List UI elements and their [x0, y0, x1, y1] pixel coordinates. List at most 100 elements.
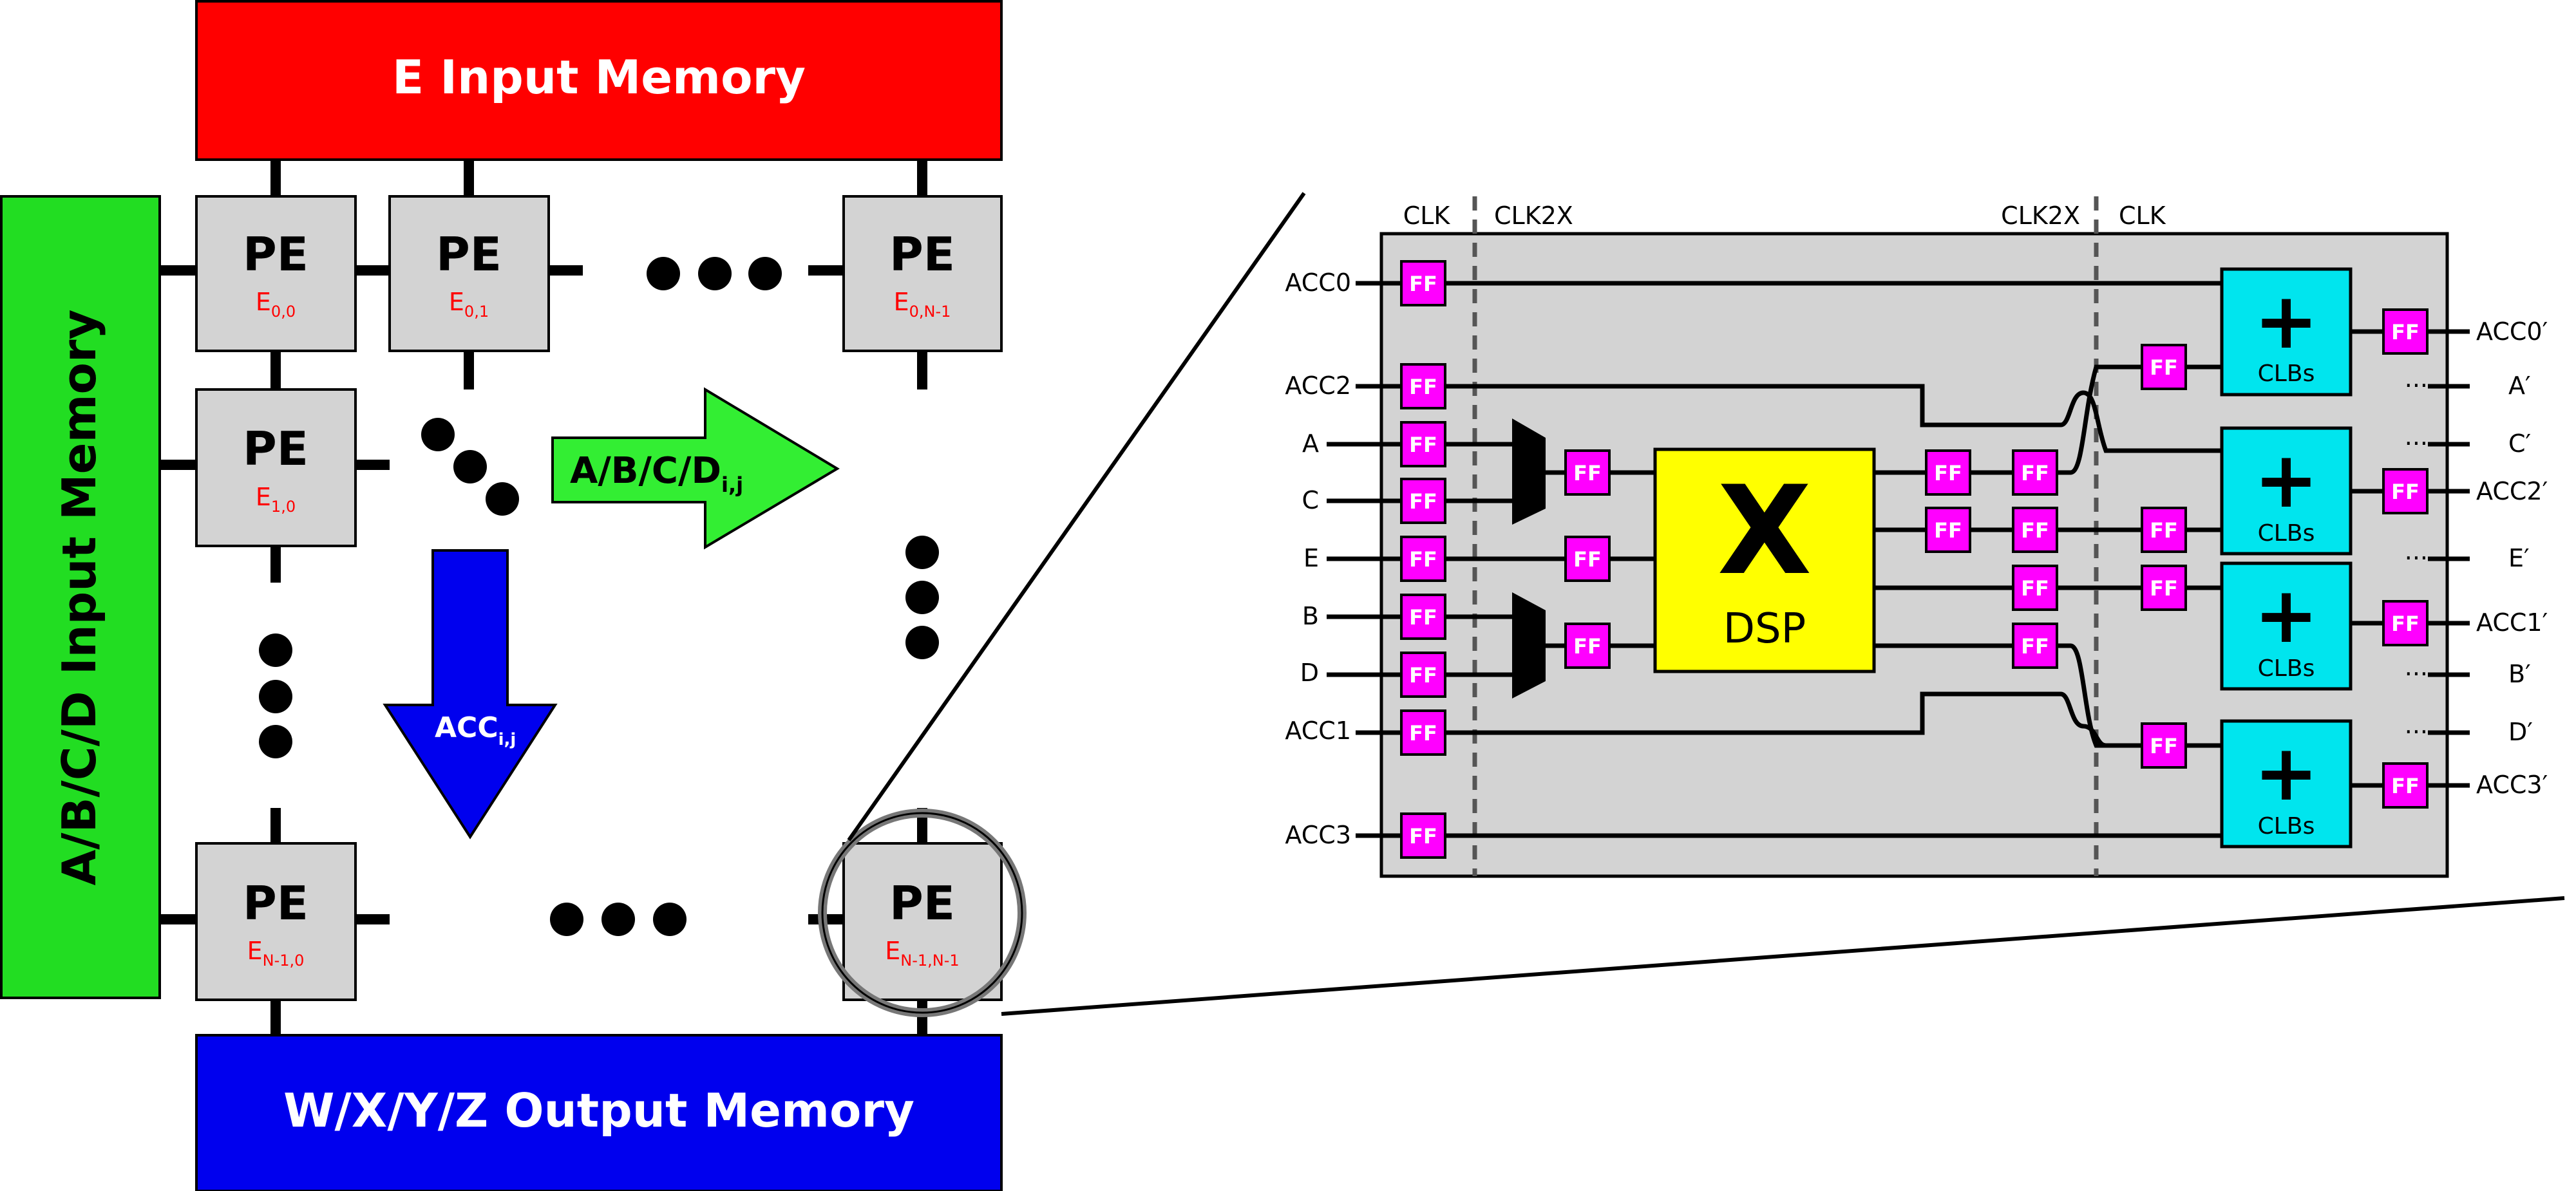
svg-text:A: A [1302, 429, 1319, 458]
flip-flop: FF [2382, 600, 2429, 646]
flip-flop-label: FF [2391, 480, 2420, 504]
flip-flop-label: FF [2021, 518, 2049, 543]
flip-flop-label: FF [1409, 489, 1437, 514]
flip-flop: FF [1400, 260, 1446, 306]
flip-flop-label: FF [2150, 355, 2178, 380]
flip-flop: FF [2141, 344, 2187, 390]
svg-text:B: B [1302, 602, 1319, 630]
zoom-line-top [847, 192, 1306, 841]
input-wires [1327, 281, 1401, 838]
svg-text:PE: PE [243, 227, 308, 281]
flip-flop: FF [2382, 762, 2429, 809]
svg-text:D′: D′ [2508, 718, 2533, 746]
flip-flop-label: FF [1934, 518, 1962, 543]
e-input-memory [195, 0, 1003, 161]
svg-text:E1,0: E1,0 [256, 483, 296, 516]
flip-flop-label: FF [2391, 774, 2420, 798]
flip-flop: FF [1400, 709, 1446, 756]
flip-flop-label: FF [1934, 461, 1962, 485]
clb-block: + CLBs [2220, 426, 2353, 556]
svg-text:ACC0′: ACC0′ [2476, 317, 2548, 346]
svg-text:PE: PE [889, 876, 955, 930]
flip-flop: FF [2012, 565, 2058, 611]
svg-text:PE: PE [243, 422, 308, 476]
internal-wires [1446, 281, 2470, 838]
flip-flop: FF [1564, 536, 1611, 582]
svg-text:C′: C′ [2508, 429, 2531, 458]
flip-flop: FF [1400, 594, 1446, 640]
svg-text:ACC2: ACC2 [1285, 371, 1351, 400]
flip-flop-label: FF [1409, 375, 1437, 399]
svg-text:PE: PE [243, 876, 308, 930]
clb-block: + CLBs [2220, 561, 2353, 691]
flip-flop: FF [1925, 507, 1971, 553]
svg-text:E0,0: E0,0 [256, 288, 296, 321]
flip-flop-label: FF [1409, 605, 1437, 630]
flip-flop: FF [1400, 812, 1446, 859]
input-labels: ACC0 ACC2 A C E B D ACC1 ACC3 [1285, 268, 1351, 849]
output-labels: ACC0′ A′ C′ ACC2′ E′ ACC1′ B′ D′ ACC3′ [2476, 317, 2548, 799]
output-memory [195, 1034, 1003, 1191]
pe-n-n: PE EN-1,N-1 [842, 842, 1003, 1001]
flip-flop: FF [2012, 623, 2058, 669]
clb-block: + CLBs [2220, 267, 2353, 397]
svg-text:+: + [2254, 729, 2319, 818]
svg-text:···: ··· [2405, 371, 2428, 400]
svg-text:B′: B′ [2508, 660, 2531, 688]
flip-flop: FF [2012, 507, 2058, 553]
zoom-line-bottom [1001, 896, 2565, 1016]
pe-connectors [160, 160, 927, 1035]
e-input-memory-label: E Input Memory [392, 50, 806, 104]
svg-text:ACC0: ACC0 [1285, 268, 1351, 297]
flip-flop: FF [1400, 478, 1446, 524]
flip-flop: FF [1564, 623, 1611, 669]
flip-flop-label: FF [2021, 461, 2049, 485]
svg-text:···: ··· [2405, 429, 2428, 458]
svg-text:E′: E′ [2508, 544, 2530, 572]
flip-flop-label: FF [1573, 547, 1602, 572]
svg-text:···: ··· [2405, 660, 2428, 688]
svg-text:+: + [2254, 571, 2319, 661]
svg-text:ACC3: ACC3 [1285, 821, 1351, 849]
output-memory-label: W/X/Y/Z Output Memory [283, 1083, 914, 1138]
flip-flop: FF [2141, 507, 2187, 553]
svg-text:EN-1,N-1: EN-1,N-1 [885, 937, 959, 970]
clk-right-label: CLK [2119, 202, 2166, 230]
pe-n-0: PE EN-1,0 [195, 842, 357, 1001]
svg-text:E0,1: E0,1 [449, 288, 489, 321]
svg-text:EN-1,0: EN-1,0 [247, 937, 305, 970]
svg-text:ACCi,j: ACCi,j [435, 711, 516, 749]
pe-0-1: PE E0,1 [388, 195, 550, 352]
clk2x-right-label: CLK2X [2001, 202, 2080, 230]
flip-flop: FF [2141, 722, 2187, 769]
flip-flop-label: FF [1409, 272, 1437, 296]
flip-flop-label: FF [2150, 734, 2178, 758]
clk-left-label: CLK [1403, 202, 1451, 230]
abcd-input-memory [0, 195, 161, 999]
svg-text:A/B/C/Di,j: A/B/C/Di,j [570, 450, 743, 497]
pe-0-n: PE E0,N-1 [842, 195, 1003, 352]
svg-text:CLBs: CLBs [2258, 520, 2315, 547]
flip-flop-label: FF [1573, 461, 1602, 485]
clb-block: + CLBs [2220, 719, 2353, 849]
flip-flop: FF [1400, 421, 1446, 467]
flip-flop: FF [2382, 308, 2429, 355]
flip-flop-label: FF [1409, 433, 1437, 457]
svg-text:ACC3′: ACC3′ [2476, 771, 2548, 799]
acc-flow-arrow: ACCi,j [383, 549, 558, 839]
flip-flop-label: FF [1409, 547, 1437, 572]
svg-text:A′: A′ [2508, 371, 2531, 400]
svg-text:X: X [1718, 460, 1812, 602]
svg-text:···: ··· [2405, 544, 2428, 572]
flip-flop-label: FF [2021, 634, 2049, 659]
flip-flop-label: FF [1409, 721, 1437, 746]
svg-text:C: C [1302, 486, 1319, 514]
flip-flop-label: FF [1409, 824, 1437, 849]
svg-text:ACC1′: ACC1′ [2476, 608, 2548, 637]
mux-b-d [1512, 592, 1546, 699]
svg-text:PE: PE [889, 227, 955, 281]
svg-text:···: ··· [2405, 718, 2428, 746]
svg-text:ACC1: ACC1 [1285, 717, 1351, 745]
dsp-block: X DSP [1653, 447, 1876, 673]
svg-text:D: D [1300, 659, 1319, 687]
